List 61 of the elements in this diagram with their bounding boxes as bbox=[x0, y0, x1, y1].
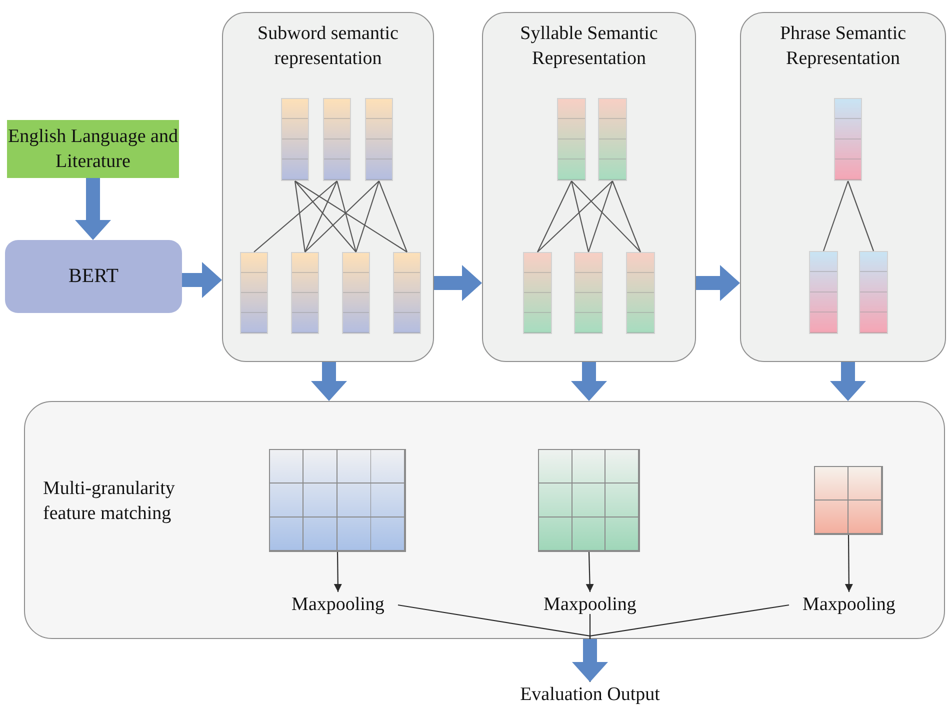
connector-line bbox=[304, 180, 380, 252]
connector-line bbox=[378, 180, 408, 252]
connector-line bbox=[294, 180, 306, 252]
connector-line bbox=[254, 180, 338, 252]
connector-line bbox=[612, 180, 642, 252]
vector-bar bbox=[393, 252, 421, 334]
box-label: BERT bbox=[68, 265, 118, 288]
connector-line bbox=[537, 180, 613, 252]
vector-bar bbox=[342, 252, 370, 334]
model-box bbox=[5, 240, 182, 313]
connector-line bbox=[588, 180, 614, 252]
feature-matrix bbox=[538, 449, 640, 552]
connector-line bbox=[537, 180, 572, 252]
vector-bar bbox=[240, 252, 268, 334]
vector-bar bbox=[281, 98, 309, 181]
vector-bar bbox=[574, 252, 603, 334]
panel-title: Subword semantic representation bbox=[256, 22, 400, 71]
vector-bar bbox=[323, 98, 351, 181]
vector-bar bbox=[291, 252, 319, 334]
block-arrow bbox=[830, 362, 866, 401]
connector-line bbox=[294, 180, 356, 252]
vector-bar bbox=[365, 98, 393, 181]
arrow bbox=[844, 535, 853, 592]
block-arrow bbox=[311, 362, 347, 401]
block-arrow bbox=[696, 265, 740, 301]
arrow bbox=[334, 552, 342, 592]
connector-line bbox=[570, 180, 590, 252]
matching-panel bbox=[24, 401, 945, 639]
block-arrow bbox=[572, 639, 608, 682]
representation-panel bbox=[222, 12, 434, 362]
block-arrow bbox=[434, 265, 482, 301]
block-arrow bbox=[571, 362, 607, 401]
representation-panel bbox=[482, 12, 696, 362]
representation-panel bbox=[740, 12, 946, 362]
block-arrow bbox=[75, 178, 111, 240]
connector-line bbox=[355, 180, 380, 252]
vector-bar bbox=[834, 98, 862, 181]
connector-line bbox=[294, 180, 408, 252]
feature-matrix bbox=[269, 449, 406, 552]
vector-bar bbox=[557, 98, 586, 181]
step-label: Maxpooling bbox=[802, 593, 896, 617]
panel-title: Syllable Semantic Representation bbox=[519, 22, 659, 71]
vector-bar bbox=[626, 252, 655, 334]
feature-matrix bbox=[814, 466, 883, 535]
connector-line bbox=[571, 180, 641, 252]
step-label: Maxpooling bbox=[292, 593, 384, 617]
block-arrow bbox=[182, 262, 222, 298]
vector-bar bbox=[598, 98, 627, 181]
step-label: Maxpooling bbox=[544, 593, 636, 617]
connector-line bbox=[336, 180, 357, 252]
panel-title: Phrase Semantic Representation bbox=[778, 22, 908, 71]
vector-bar bbox=[809, 251, 838, 334]
connector-line bbox=[822, 180, 849, 252]
connector-line bbox=[847, 180, 874, 252]
output-label: Evaluation Output bbox=[520, 683, 660, 707]
box-label: English Language and Literature bbox=[7, 125, 179, 174]
connector-line bbox=[304, 180, 338, 252]
vector-bar bbox=[859, 251, 888, 334]
vector-bar bbox=[523, 252, 552, 334]
panel-label: Multi-granularity feature matching bbox=[43, 477, 176, 526]
arrow bbox=[586, 552, 594, 592]
